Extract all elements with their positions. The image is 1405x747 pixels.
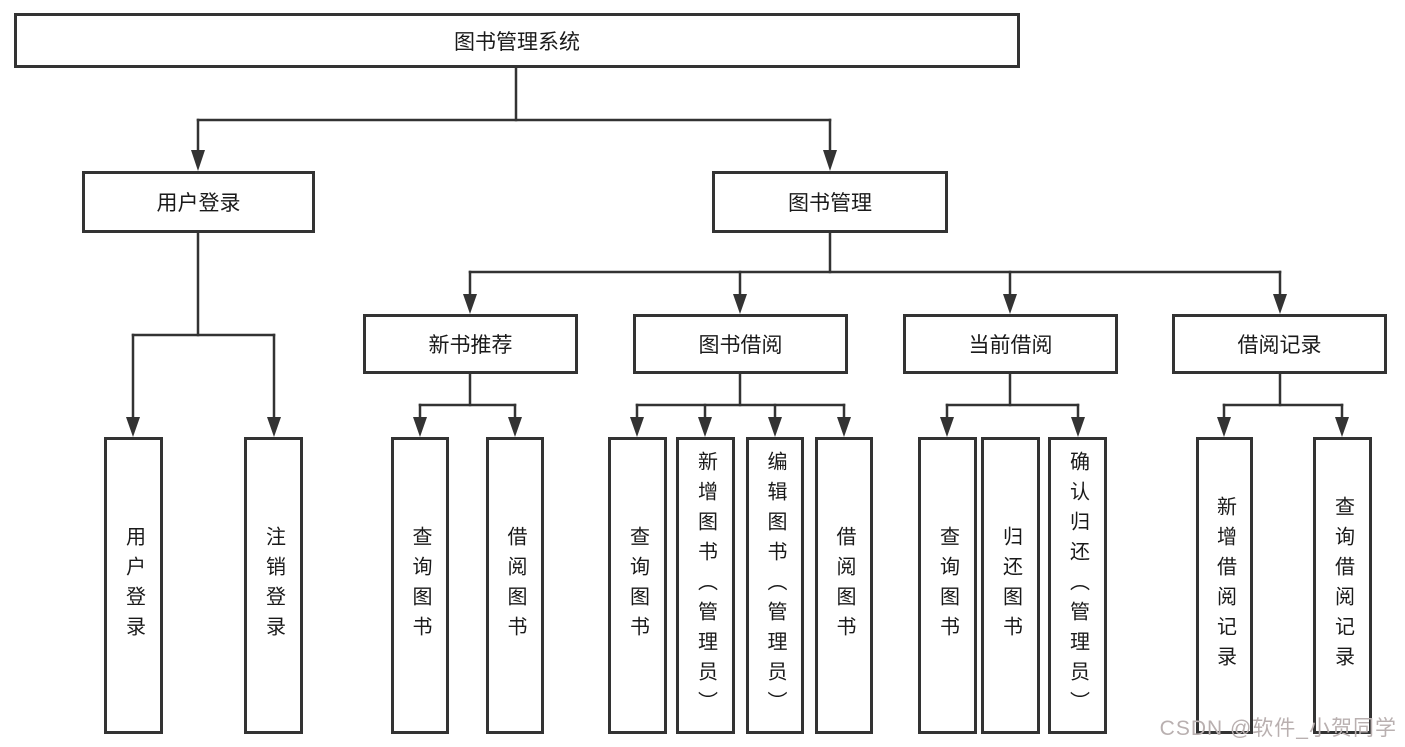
leaf-query-books-borrowing: 查询图书 — [608, 437, 667, 734]
leaf-borrow-books: 借阅图书 — [815, 437, 873, 734]
leaf-logout: 注销登录 — [244, 437, 303, 734]
leaf-query-books-current: 查询图书 — [918, 437, 977, 734]
csdn-watermark: CSDN @软件_小贺同学 — [1159, 717, 1397, 740]
leaf-add-borrow-record: 新增借阅记录 — [1196, 437, 1253, 734]
leaf-edit-book-admin: 编辑图书（管理员） — [746, 437, 804, 734]
node-user-login: 用户登录 — [82, 171, 315, 233]
node-current-borrowing: 当前借阅 — [903, 314, 1118, 374]
node-book-management: 图书管理 — [712, 171, 948, 233]
leaf-query-borrow-record: 查询借阅记录 — [1313, 437, 1372, 734]
leaf-borrow-books-recommend: 借阅图书 — [486, 437, 544, 734]
leaf-confirm-return-admin: 确认归还（管理员） — [1048, 437, 1107, 734]
node-borrowing-records: 借阅记录 — [1172, 314, 1387, 374]
leaf-add-book-admin: 新增图书（管理员） — [676, 437, 735, 734]
node-book-borrowing: 图书借阅 — [633, 314, 848, 374]
leaf-user-login: 用户登录 — [104, 437, 163, 734]
leaf-query-books-recommend: 查询图书 — [391, 437, 449, 734]
node-new-book-recommend: 新书推荐 — [363, 314, 578, 374]
node-library-system: 图书管理系统 — [14, 13, 1020, 68]
leaf-return-books: 归还图书 — [981, 437, 1040, 734]
